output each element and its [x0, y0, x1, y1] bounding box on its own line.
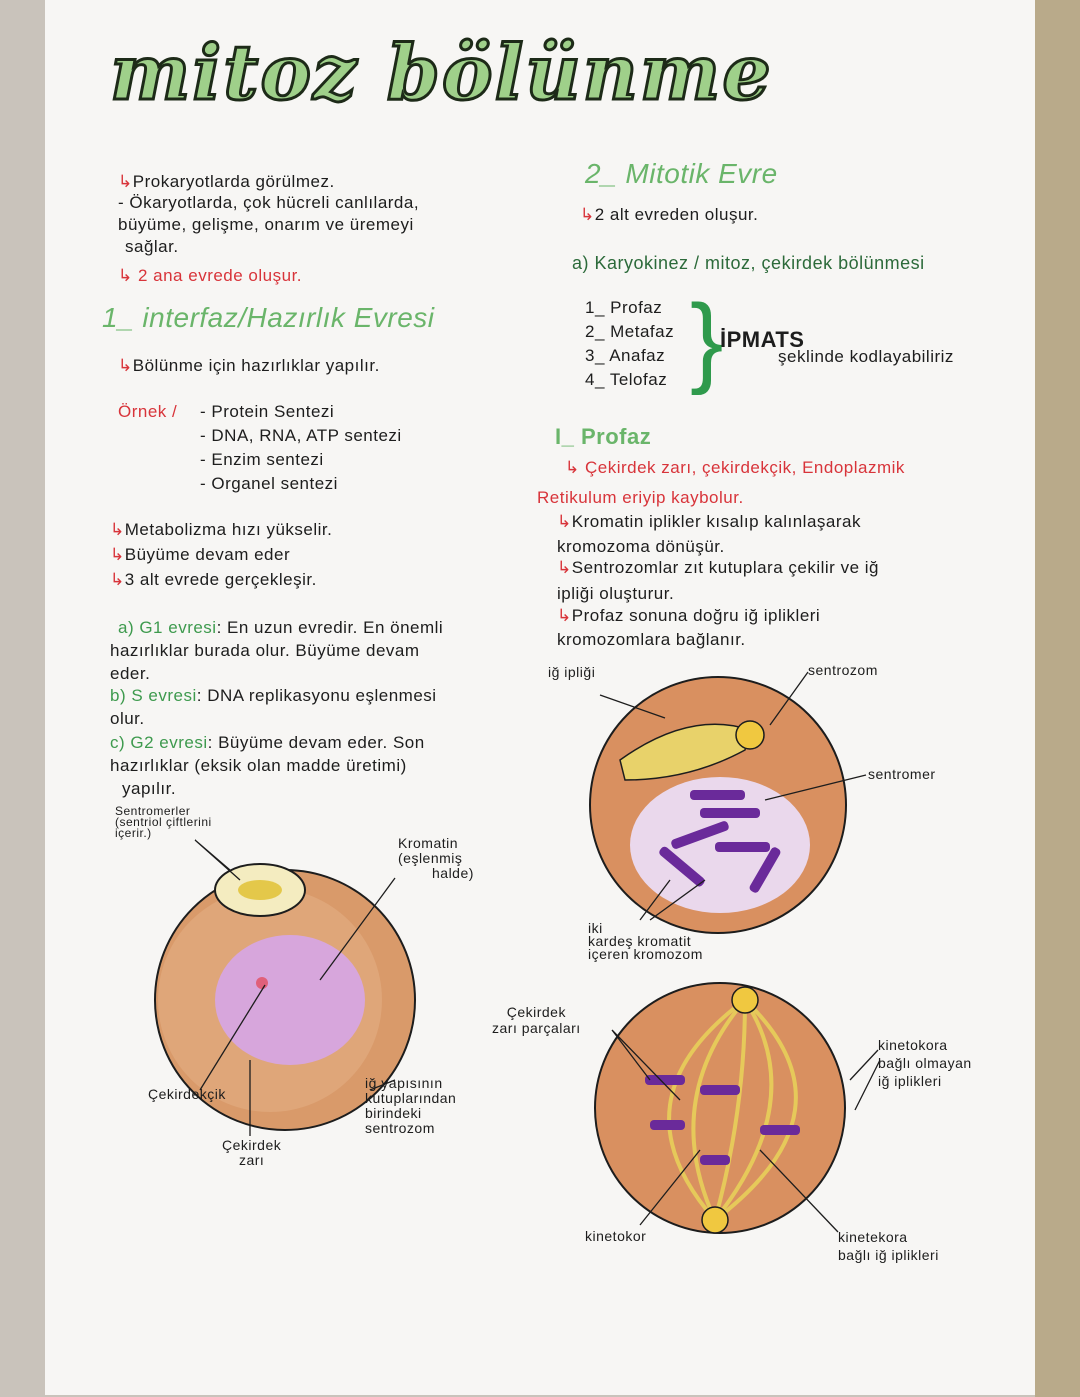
- example-item: - Organel sentezi: [200, 474, 338, 493]
- intro-line: sağlar.: [125, 237, 179, 256]
- s-text: olur.: [110, 709, 145, 728]
- profaz-point: ↳Profaz sonuna doğru iğ iplikleri: [557, 606, 821, 625]
- label-sentromer: sentromer: [868, 766, 936, 782]
- g1-text: eder.: [110, 664, 151, 683]
- profaz-red: Retikulum eriyip kaybolur.: [537, 488, 744, 507]
- phase-item: 2_ Metafaz: [585, 322, 675, 341]
- heading-mitotik: 2_ Mitotik Evre: [585, 158, 778, 189]
- karyokinez-text: a) Karyokinez / mitoz, çekirdek bölünmes…: [572, 253, 925, 273]
- g2-text: hazırlıklar (eksik olan madde üretimi): [110, 756, 407, 775]
- chromosomes: [659, 790, 781, 893]
- profaz-point: kromozomlara bağlanır.: [557, 630, 746, 649]
- phase-item: 1_ Profaz: [585, 298, 663, 317]
- notebook-page: [45, 0, 1035, 1395]
- mnemonic: İPMATS: [720, 327, 805, 352]
- label-cekirdekcik: Çekirdekçik: [148, 1086, 226, 1102]
- example-label: Örnek /: [118, 402, 178, 421]
- profaz-point: kromozoma dönüşür.: [557, 537, 725, 556]
- mnemonic-note: şeklinde kodlayabiliriz: [778, 347, 954, 366]
- profaz-red: ↳ Çekirdek zarı, çekirdekçik, Endoplazmi…: [565, 458, 905, 477]
- example-item: - DNA, RNA, ATP sentezi: [200, 426, 402, 445]
- label-sentrozom: sentrozom: [808, 662, 878, 678]
- profaz-point: ↳Sentrozomlar zıt kutuplara çekilir ve i…: [557, 558, 879, 577]
- prophase-cell: [589, 671, 867, 934]
- s-text: b) S evresi: DNA replikasyonu eşlenmesi: [110, 686, 437, 705]
- intro-red: ↳ 2 ana evrede oluşur.: [118, 266, 303, 285]
- intro-line: - Ökaryotlarda, çok hücreli canlılarda,: [118, 193, 420, 212]
- g2-text: yapılır.: [122, 779, 177, 798]
- label-kinetokor: kinetokor: [585, 1228, 647, 1244]
- page-title: mitoz bölünme: [109, 27, 773, 119]
- g1-text: a) G1 evresi: En uzun evredir. En önemli: [118, 618, 444, 637]
- heading-profaz: I_ Profaz: [555, 424, 652, 449]
- bullet: ↳3 alt evrede gerçekleşir.: [110, 570, 317, 589]
- g2-text: c) G2 evresi: Büyüme devam eder. Son: [110, 733, 425, 752]
- bullet: ↳Büyüme devam eder: [110, 545, 291, 564]
- intro-line: ↳Prokaryotlarda görülmez.: [118, 172, 335, 191]
- phase-item: 4_ Telofaz: [585, 370, 668, 389]
- nucleus-left: [215, 935, 365, 1065]
- example-item: - Protein Sentezi: [200, 402, 335, 421]
- heading-interfaz: 1_ interfaz/Hazırlık Evresi: [102, 302, 435, 333]
- profaz-point: ipliği oluşturur.: [557, 584, 675, 603]
- phase-item: 3_ Anafaz: [585, 346, 666, 365]
- g1-text: hazırlıklar burada olur. Büyüme devam: [110, 641, 420, 660]
- profaz-point: ↳Kromatin iplikler kısalıp kalınlaşarak: [557, 512, 861, 531]
- prep-text: ↳Bölünme için hazırlıklar yapılır.: [118, 356, 380, 375]
- label-ig-ipligi: iğ ipliği: [548, 664, 596, 680]
- brace: }: [690, 284, 724, 396]
- interphase-cell: [154, 839, 416, 1136]
- example-item: - Enzim sentezi: [200, 450, 324, 469]
- background-edge: [1035, 0, 1080, 1397]
- intro-line: büyüme, gelişme, onarım ve üremeyi: [118, 215, 414, 234]
- sub-text: ↳2 alt evreden oluşur.: [580, 205, 759, 224]
- metaphase-cell: [594, 982, 881, 1234]
- bullet: ↳Metabolizma hızı yükselir.: [110, 520, 333, 539]
